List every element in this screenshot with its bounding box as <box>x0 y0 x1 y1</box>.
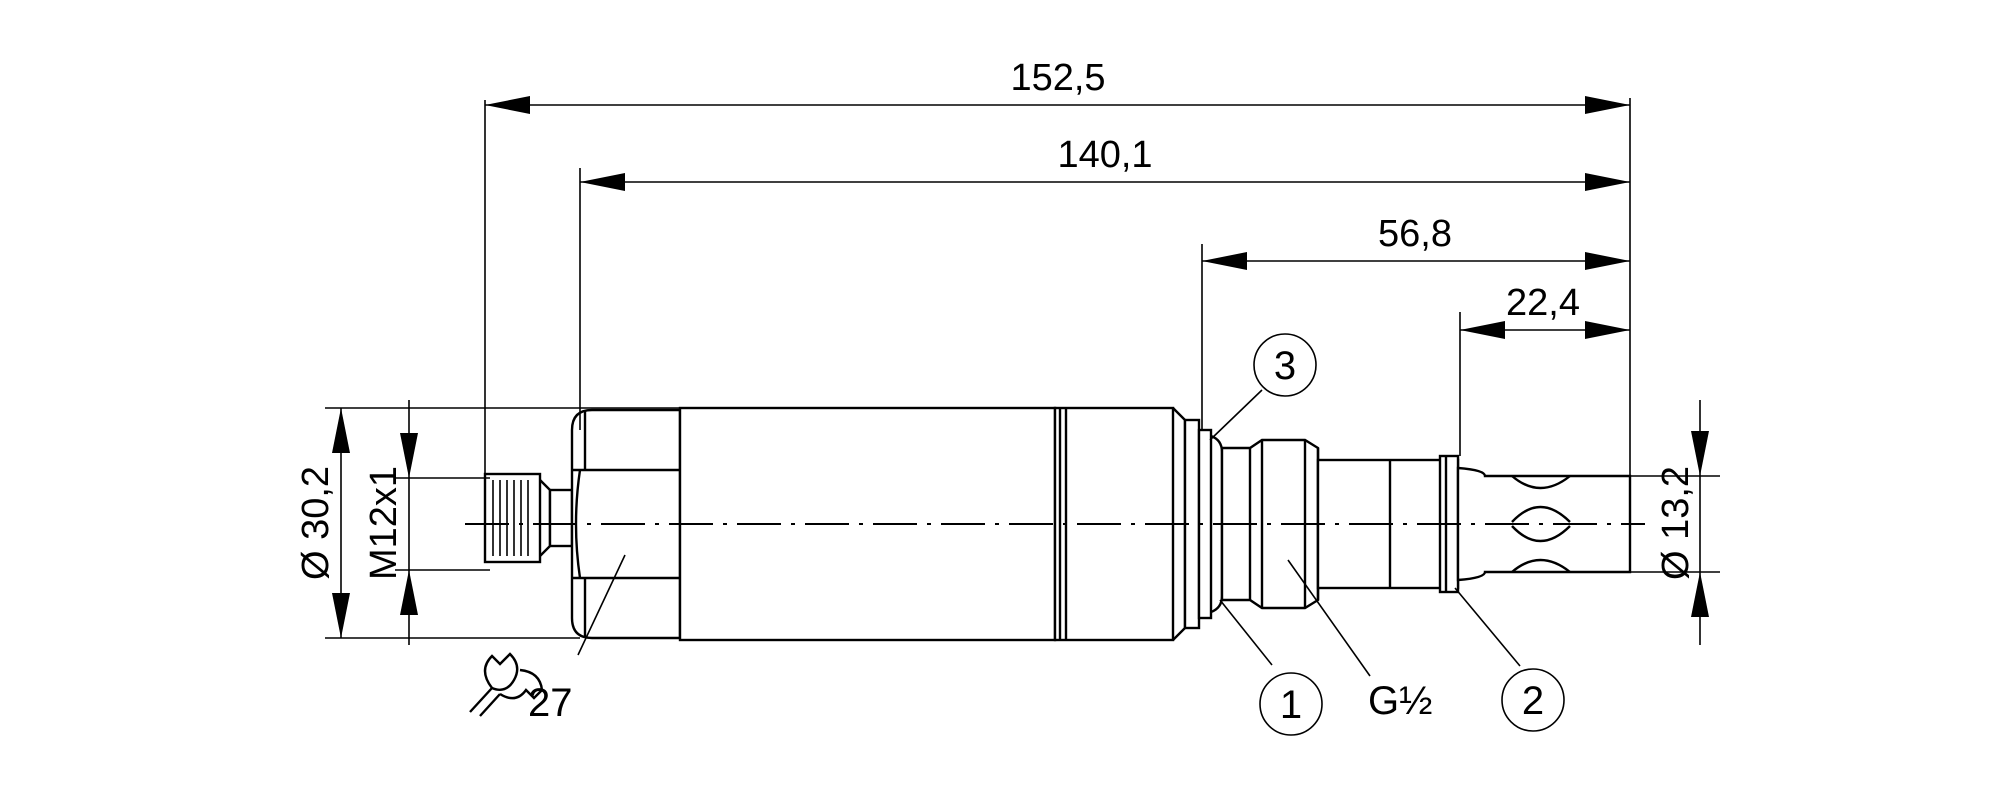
callout-1-number: 1 <box>1280 683 1302 727</box>
callout-3-number: 3 <box>1274 344 1296 388</box>
callout-1: 1 <box>1259 672 1323 736</box>
m12-connector <box>483 472 574 564</box>
housing-diameter-label: Ø 30,2 <box>295 466 337 580</box>
callout-2-number: 2 <box>1522 679 1544 723</box>
probe-diameter-label: Ø 13,2 <box>1655 466 1697 580</box>
overall-length-label: 152,5 <box>1010 57 1105 99</box>
callout-2: 2 <box>1501 668 1565 732</box>
leader-lines <box>577 389 1521 677</box>
dimension-lines <box>325 96 1720 645</box>
seal-length-label: 56,8 <box>1378 213 1452 255</box>
wrench-icon <box>469 652 544 717</box>
nut-length-label: 140,1 <box>1057 134 1152 176</box>
callout-3: 3 <box>1253 333 1317 397</box>
connector-thread-label: M12x1 <box>363 466 405 580</box>
wrench-size-label: 27 <box>528 681 573 725</box>
tip-length-label: 22,4 <box>1506 282 1580 324</box>
process-thread-label: G½ <box>1368 679 1432 723</box>
